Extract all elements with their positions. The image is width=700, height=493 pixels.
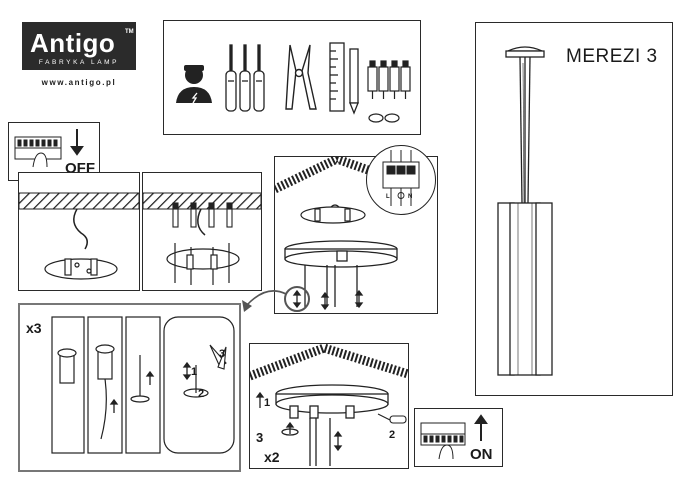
pencil-icon — [349, 48, 359, 115]
mount-number-2: 2 — [389, 429, 395, 441]
canopy-mounting-panel: 1 2 3 x2 — [249, 343, 409, 469]
tools-panel — [163, 20, 421, 135]
electrician-icon — [176, 65, 212, 104]
arrow-up-icon — [109, 361, 192, 413]
power-on-label: ON — [470, 446, 493, 463]
power-on-panel: ON — [414, 408, 503, 467]
product-title: MEREZI 3 — [566, 46, 658, 67]
ground-icon — [397, 192, 405, 199]
mount-number-3: 3 — [256, 430, 263, 445]
screwdriver-icon — [377, 413, 407, 424]
ceiling-wire-panel — [18, 172, 140, 291]
detail-step-d — [163, 316, 235, 454]
canopy — [284, 240, 398, 307]
mounting-plate — [166, 243, 240, 285]
terminal-block-icon — [382, 150, 420, 206]
arrow-up-icon — [474, 414, 488, 441]
ceiling-hatch — [19, 192, 139, 210]
arrow-updown-icon — [292, 289, 364, 311]
mounting-plate — [300, 204, 366, 224]
socket-detail-panel: x3 1 2 3 — [18, 303, 241, 472]
fuse-box-icon — [420, 422, 466, 460]
terminal-n-label: N — [408, 194, 412, 200]
power-off-panel: OFF — [8, 122, 100, 181]
arrow-down-icon — [70, 129, 84, 156]
brand-trademark: TM — [125, 29, 134, 35]
pendant-lamp-illustration — [497, 46, 553, 376]
detail-step-c — [125, 316, 161, 454]
repeat-x3-label: x3 — [26, 320, 42, 336]
mount-number-1: 1 — [264, 397, 270, 409]
screws-icon — [367, 60, 411, 99]
terminal-block-inset: L N — [366, 145, 436, 215]
product-panel — [475, 22, 673, 396]
terminal-l-label: L — [386, 194, 390, 200]
caps-icon — [368, 113, 400, 123]
detail-step-a — [51, 316, 85, 454]
repeat-x2-label: x2 — [264, 449, 280, 465]
detail-callout — [284, 286, 310, 312]
arrow-up-icon — [255, 391, 343, 452]
brand-website: www.antigo.pl — [41, 78, 117, 87]
detail-number-1: 1 — [191, 366, 197, 378]
ruler-icon — [329, 42, 345, 112]
dowels-icon — [172, 202, 233, 228]
canopy-wiring-panel — [274, 156, 438, 314]
brand-logo: Antigo TM FABRYKA LAMP — [22, 22, 136, 70]
canopy — [275, 384, 389, 466]
detail-number-2: 2 — [198, 388, 204, 400]
detail-number-3: 3 — [219, 348, 225, 360]
brand-tagline: FABRYKA LAMP — [38, 59, 120, 66]
screwdriver-icon — [225, 44, 265, 112]
detail-step-b — [87, 316, 123, 454]
power-cable — [73, 208, 88, 250]
fuse-box-icon — [14, 136, 62, 168]
callout-arrow — [242, 290, 287, 312]
ceiling-screws-panel — [142, 172, 262, 291]
brand-name: Antigo — [30, 28, 116, 58]
pliers-icon — [209, 344, 227, 370]
pliers-icon — [285, 44, 317, 110]
mounting-plate — [44, 258, 118, 280]
